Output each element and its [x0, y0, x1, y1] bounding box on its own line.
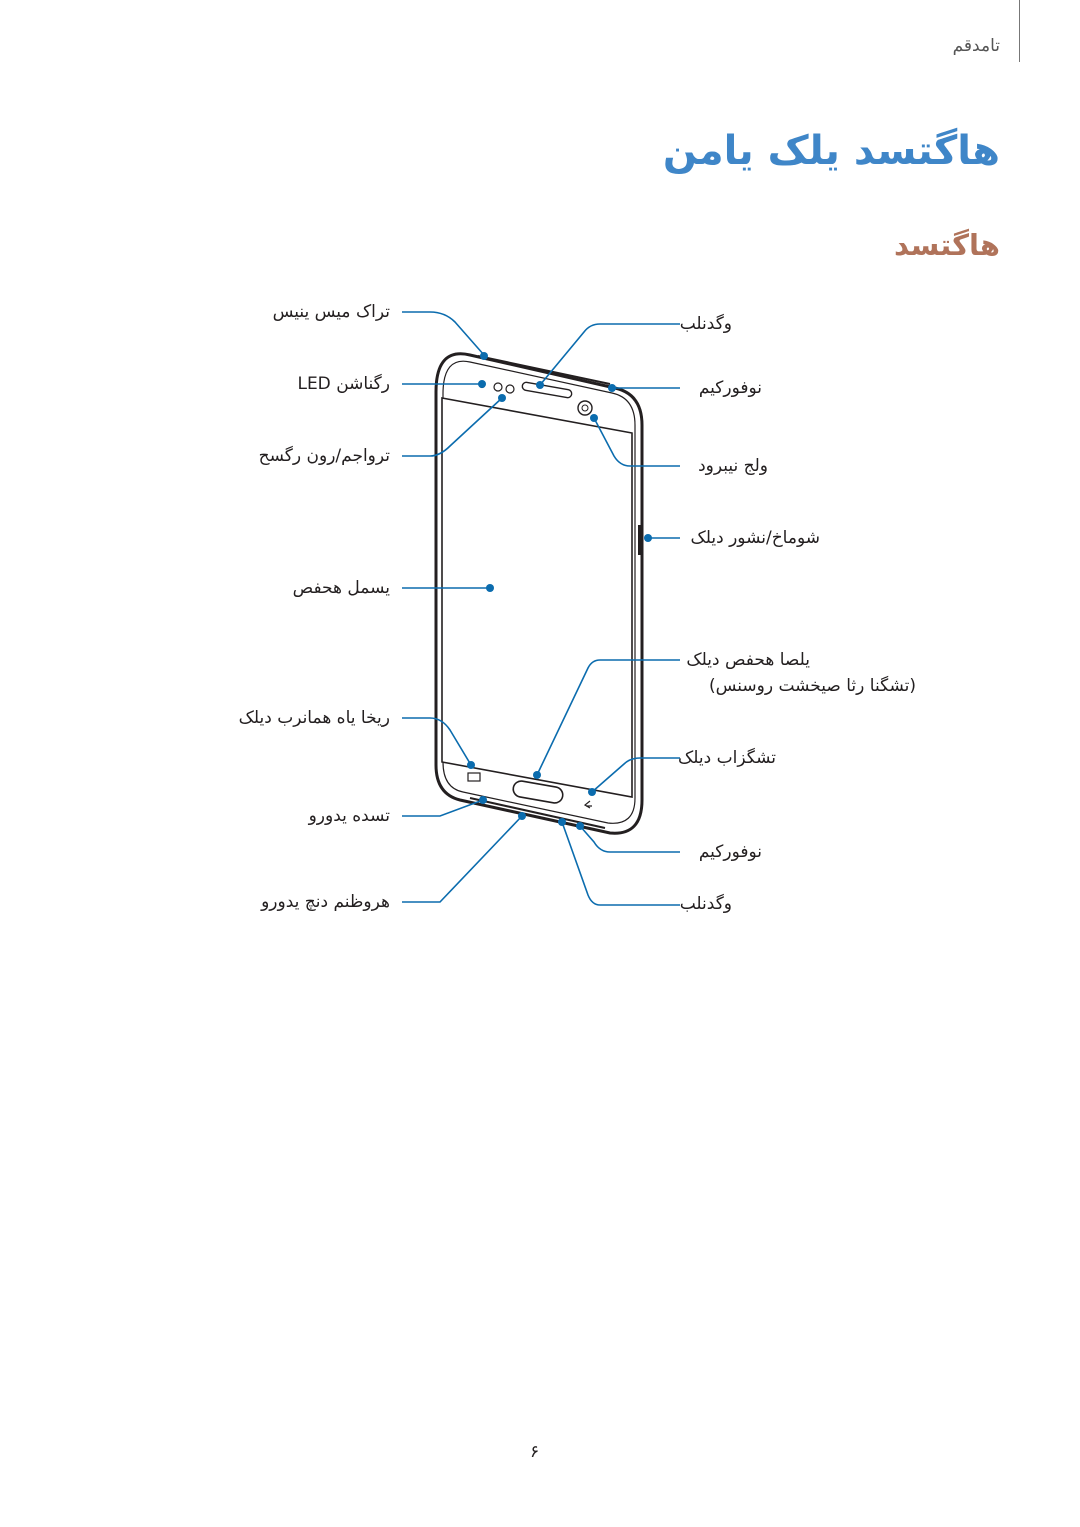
label-home-key: یلصا هحفص دیلک	[686, 650, 810, 670]
label-fingerprint-sensor: (تشگنا رثا صیخشت روسنس)	[708, 676, 916, 696]
label-led-indicator: LED رگناشن	[297, 374, 390, 394]
label-front-camera: ولج نیبرود	[698, 456, 768, 476]
callout-dots	[467, 352, 652, 830]
label-multipurpose-jack: هروظنم دنچ یدورو	[261, 892, 390, 912]
header-divider	[1019, 0, 1020, 62]
label-touchscreen: یسمل هحفص	[292, 578, 390, 598]
label-headset-jack: تسده یدورو	[308, 806, 390, 826]
callout-lines	[402, 311, 680, 906]
label-nano-sim-tray: تراک میس ینیس	[272, 302, 390, 322]
label-microphone-bottom: نوفورکیم	[698, 842, 762, 862]
label-earpiece: وگدنلب	[679, 314, 732, 334]
label-recent-apps-key: ریخا یاه همانرب دیلک	[238, 708, 390, 728]
page-title: هاگتسد یلک یامن	[662, 128, 1000, 174]
label-speaker: وگدنلب	[679, 894, 732, 914]
label-power-key: شوماخ/نشور دیلک	[690, 528, 820, 548]
label-light-proximity-sensor: ترواجم/رون رگسح	[258, 446, 390, 466]
page-number: ۶	[530, 1442, 540, 1462]
phone-illustration	[434, 352, 644, 835]
header-section-label: تامدقم	[952, 36, 1000, 56]
section-title: هاگتسد	[894, 228, 1000, 262]
label-microphone-top: نوفورکیم	[698, 378, 762, 398]
label-back-key: تشگزاب دیلک	[678, 748, 776, 768]
